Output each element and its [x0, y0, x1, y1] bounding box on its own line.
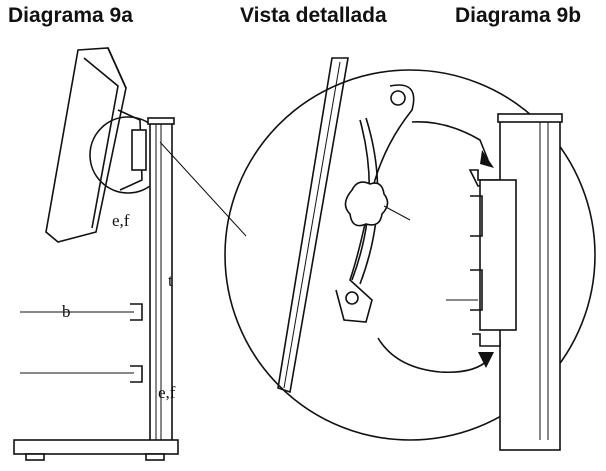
- label-ef-bottom: e,f: [158, 383, 176, 402]
- lower-arrow: [377, 337, 489, 374]
- upper-arrow: [411, 121, 489, 161]
- detail-view-title: Vista detallada: [240, 4, 387, 27]
- diagram-9b-title: Diagrama 9b: [455, 4, 582, 27]
- label-b: b: [62, 302, 71, 321]
- detail-circle: [224, 69, 596, 441]
- diagram-9a-title: Diagrama 9a: [8, 4, 133, 27]
- hook-plate: [479, 179, 517, 331]
- lower-hook: [472, 333, 501, 347]
- adjustment-knob: [344, 181, 389, 227]
- label-ef-top: e,f: [112, 211, 130, 230]
- screw-b-lower: [130, 365, 143, 383]
- stand-side-view: e,f t b e,f: [13, 47, 247, 461]
- monitor-rear-panel: [277, 57, 349, 394]
- tilt-bracket: [335, 84, 415, 323]
- upper-screw-icon: [390, 90, 406, 106]
- label-t: t: [168, 271, 173, 290]
- stand-base: [13, 439, 179, 455]
- lower-screw-icon: [345, 291, 359, 305]
- screw-b-upper: [130, 303, 143, 321]
- zoom-leader-line: [159, 141, 247, 237]
- detail-circle-view: [224, 57, 596, 451]
